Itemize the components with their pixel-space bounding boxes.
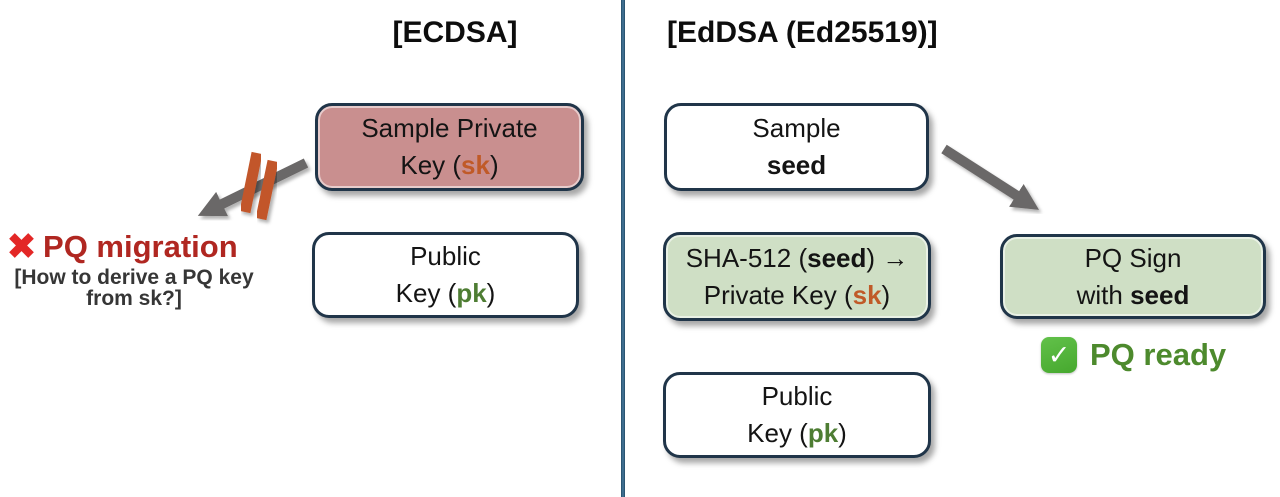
pk-accent: pk xyxy=(807,418,839,448)
box-text-line: PQ Sign xyxy=(1084,242,1182,273)
check-mark-icon: ✓ xyxy=(1041,337,1077,373)
eddsa-sha512-derivation-box: SHA-512 (seed) → Private Key (sk) xyxy=(663,232,931,321)
box-text-line: Sample xyxy=(752,113,841,143)
eddsa-panel-title: [EdDSA (Ed25519)] xyxy=(667,16,938,49)
blocked-slash-1 xyxy=(239,151,263,214)
box-text-line: Sample Private xyxy=(361,113,538,143)
ecdsa-sample-private-key-box: Sample Private Key (sk) xyxy=(315,103,584,191)
box-text-line: Public xyxy=(761,381,833,411)
box-text-line: Key (sk) xyxy=(400,150,499,180)
eddsa-public-key-box: Public Key (pk) xyxy=(663,372,931,458)
arrow-ecdsa-blocked-migration xyxy=(197,158,309,217)
pq-ready-callout: ✓ PQ ready xyxy=(1041,337,1226,373)
sk-accent: sk xyxy=(461,150,490,180)
pk-accent: pk xyxy=(456,278,487,308)
pq-migration-label: PQ migration xyxy=(43,229,238,264)
pq-migration-row: ✖ PQ migration xyxy=(2,228,266,266)
panel-divider xyxy=(621,0,625,497)
ecdsa-public-key-box: Public Key (pk) xyxy=(312,232,579,318)
box-text-line: Public xyxy=(410,241,481,271)
eddsa-pq-sign-box: PQ Sign with seed xyxy=(1000,234,1266,319)
pq-migration-callout: ✖ PQ migration [How to derive a PQ key f… xyxy=(2,228,266,310)
arrow-eddsa-seed-to-pqsign xyxy=(941,144,1040,210)
box-text-line: Key (pk) xyxy=(747,418,847,448)
eddsa-sample-seed-box: Sample seed xyxy=(664,103,929,191)
pq-ready-label: PQ ready xyxy=(1090,337,1227,372)
right-arrow-glyph: → xyxy=(882,242,909,273)
box-text-line: Key (pk) xyxy=(395,278,496,308)
box-text-line: Private Key (sk) xyxy=(703,279,891,310)
blocked-slash-2 xyxy=(255,159,279,221)
box-text-line: SHA-512 (seed) → xyxy=(685,242,909,273)
sk-accent: sk xyxy=(852,279,882,310)
box-text-line: seed xyxy=(766,150,827,180)
box-text-line: with seed xyxy=(1076,279,1190,310)
x-mark-icon: ✖ xyxy=(6,226,38,267)
pq-migration-note: [How to derive a PQ key from sk?] xyxy=(14,266,254,310)
ecdsa-panel-title: [ECDSA] xyxy=(392,16,518,49)
